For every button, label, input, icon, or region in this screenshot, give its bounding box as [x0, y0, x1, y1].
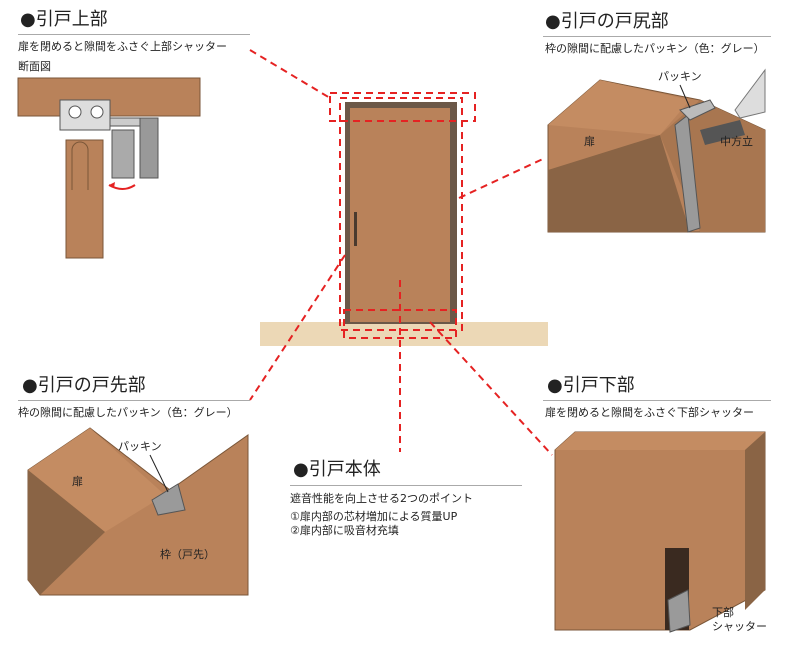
highlight-markers — [249, 49, 553, 456]
body-section-title: ●引戸本体 — [293, 459, 381, 480]
tail-section-title: ●引戸の戸尻部 — [545, 11, 669, 32]
body-section-desc: 遮音性能を向上させる2つのポイント — [290, 492, 473, 505]
top-section-title: ●引戸上部 — [20, 9, 108, 30]
tail-packing-illustration: パッキン 中方立 扉 — [547, 68, 766, 233]
tail-section-desc: 枠の隙間に配慮したパッキン（色：グレー） — [545, 42, 765, 55]
top-shutter-section-illustration — [17, 77, 201, 259]
divider — [543, 400, 771, 401]
label-packing: パッキン — [118, 440, 162, 453]
label-packing: パッキン — [658, 70, 702, 83]
lead-section-title: ●引戸の戸先部 — [22, 375, 146, 396]
top-section-desc: 扉を閉めると隙間をふさぐ上部シャッター — [18, 40, 227, 53]
label-shutter-2: シャッター — [712, 620, 767, 633]
label-door: 扉 — [584, 135, 595, 148]
label-shutter-1: 下部 — [712, 605, 734, 619]
bottom-section-title: ●引戸下部 — [547, 375, 635, 396]
bottom-section-desc: 扉を閉めると隙間をふさぐ下部シャッター — [545, 406, 754, 419]
label-frame: 枠（戸先） — [160, 547, 215, 561]
divider — [290, 485, 522, 486]
lead-packing-illustration: パッキン 扉 枠（戸先） — [27, 427, 249, 596]
label-mullion: 中方立 — [720, 134, 753, 148]
body-point-1: ①扉内部の芯材増加による質量UP — [290, 510, 458, 523]
divider — [543, 36, 771, 37]
sliding-door-illustration — [260, 102, 548, 346]
lead-section-desc: 枠の隙間に配慮したパッキン（色：グレー） — [18, 406, 238, 419]
floor — [260, 322, 548, 346]
door-panel — [350, 108, 450, 322]
door-handle — [354, 212, 357, 246]
divider — [18, 400, 250, 401]
top-section-sub: 断面図 — [18, 60, 51, 73]
bottom-shutter-illustration: 下部 シャッター — [554, 431, 767, 633]
label-door: 扉 — [72, 475, 83, 488]
divider — [18, 34, 250, 35]
body-point-2: ②扉内部に吸音材充填 — [290, 524, 399, 537]
